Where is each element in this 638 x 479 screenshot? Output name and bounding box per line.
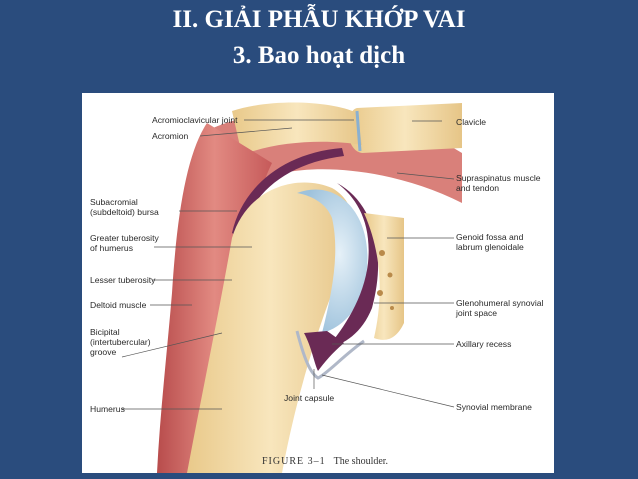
label-humerus: Humerus bbox=[90, 404, 125, 414]
scapula-bone bbox=[364, 213, 404, 340]
label-leader-lines bbox=[121, 119, 455, 410]
label-glenohumeral-2: joint space bbox=[456, 308, 498, 318]
label-deltoid-muscle: Deltoid muscle bbox=[90, 300, 147, 310]
shoulder-anatomy-figure: Acromioclavicular joint Acromion Subacro… bbox=[82, 93, 554, 473]
label-axillary-recess: Axillary recess bbox=[456, 339, 512, 349]
label-joint-capsule: Joint capsule bbox=[284, 393, 335, 403]
title-line-1: II. GIẢI PHẪU KHỚP VAI bbox=[172, 6, 466, 33]
label-supraspinatus-2: and tendon bbox=[456, 183, 500, 193]
label-subacromial-2: (subdeltoid) bursa bbox=[90, 207, 159, 217]
humeral-head-cartilage bbox=[297, 189, 368, 333]
label-acromioclavicular-joint: Acromioclavicular joint bbox=[152, 115, 238, 125]
label-supraspinatus-1: Supraspinatus muscle bbox=[456, 173, 541, 183]
label-synovial-membrane: Synovial membrane bbox=[456, 402, 532, 412]
label-greater-tuberosity-2: of humerus bbox=[90, 243, 133, 253]
label-subacromial-1: Subacromial bbox=[90, 197, 138, 207]
label-bicipital-1: Bicipital bbox=[90, 327, 120, 337]
shoulder-illustration bbox=[121, 102, 462, 473]
label-acromion: Acromion bbox=[152, 131, 189, 141]
humerus-bone bbox=[187, 182, 353, 473]
label-glenoid-1: Genoid fossa and bbox=[456, 232, 524, 242]
acromion-bone bbox=[232, 102, 362, 155]
caption-text: The shoulder. bbox=[333, 456, 389, 467]
label-bicipital-2: (intertubercular) bbox=[90, 337, 151, 347]
glenohumeral-space bbox=[327, 183, 379, 348]
axillary-recess bbox=[304, 331, 344, 371]
label-lesser-tuberosity: Lesser tuberosity bbox=[90, 275, 156, 285]
clavicle-bone bbox=[347, 103, 462, 153]
subacromial-bursa bbox=[232, 148, 344, 238]
label-clavicle: Clavicle bbox=[456, 117, 487, 127]
figure-caption: FIGURE 3–1 The shoulder. bbox=[262, 456, 388, 467]
title-line-2: 3. Bao hoạt dịch bbox=[232, 42, 406, 69]
label-glenoid-2: labrum glenoidale bbox=[456, 242, 524, 252]
label-greater-tuberosity-1: Greater tuberosity bbox=[90, 233, 159, 243]
label-bicipital-3: groove bbox=[90, 347, 117, 357]
slide-title: II. GIẢI PHẪU KHỚP VAI 3. Bao hoạt dịch bbox=[0, 2, 638, 74]
label-glenohumeral-1: Glenohumeral synovial bbox=[456, 298, 544, 308]
caption-tag: FIGURE 3–1 bbox=[262, 456, 326, 467]
